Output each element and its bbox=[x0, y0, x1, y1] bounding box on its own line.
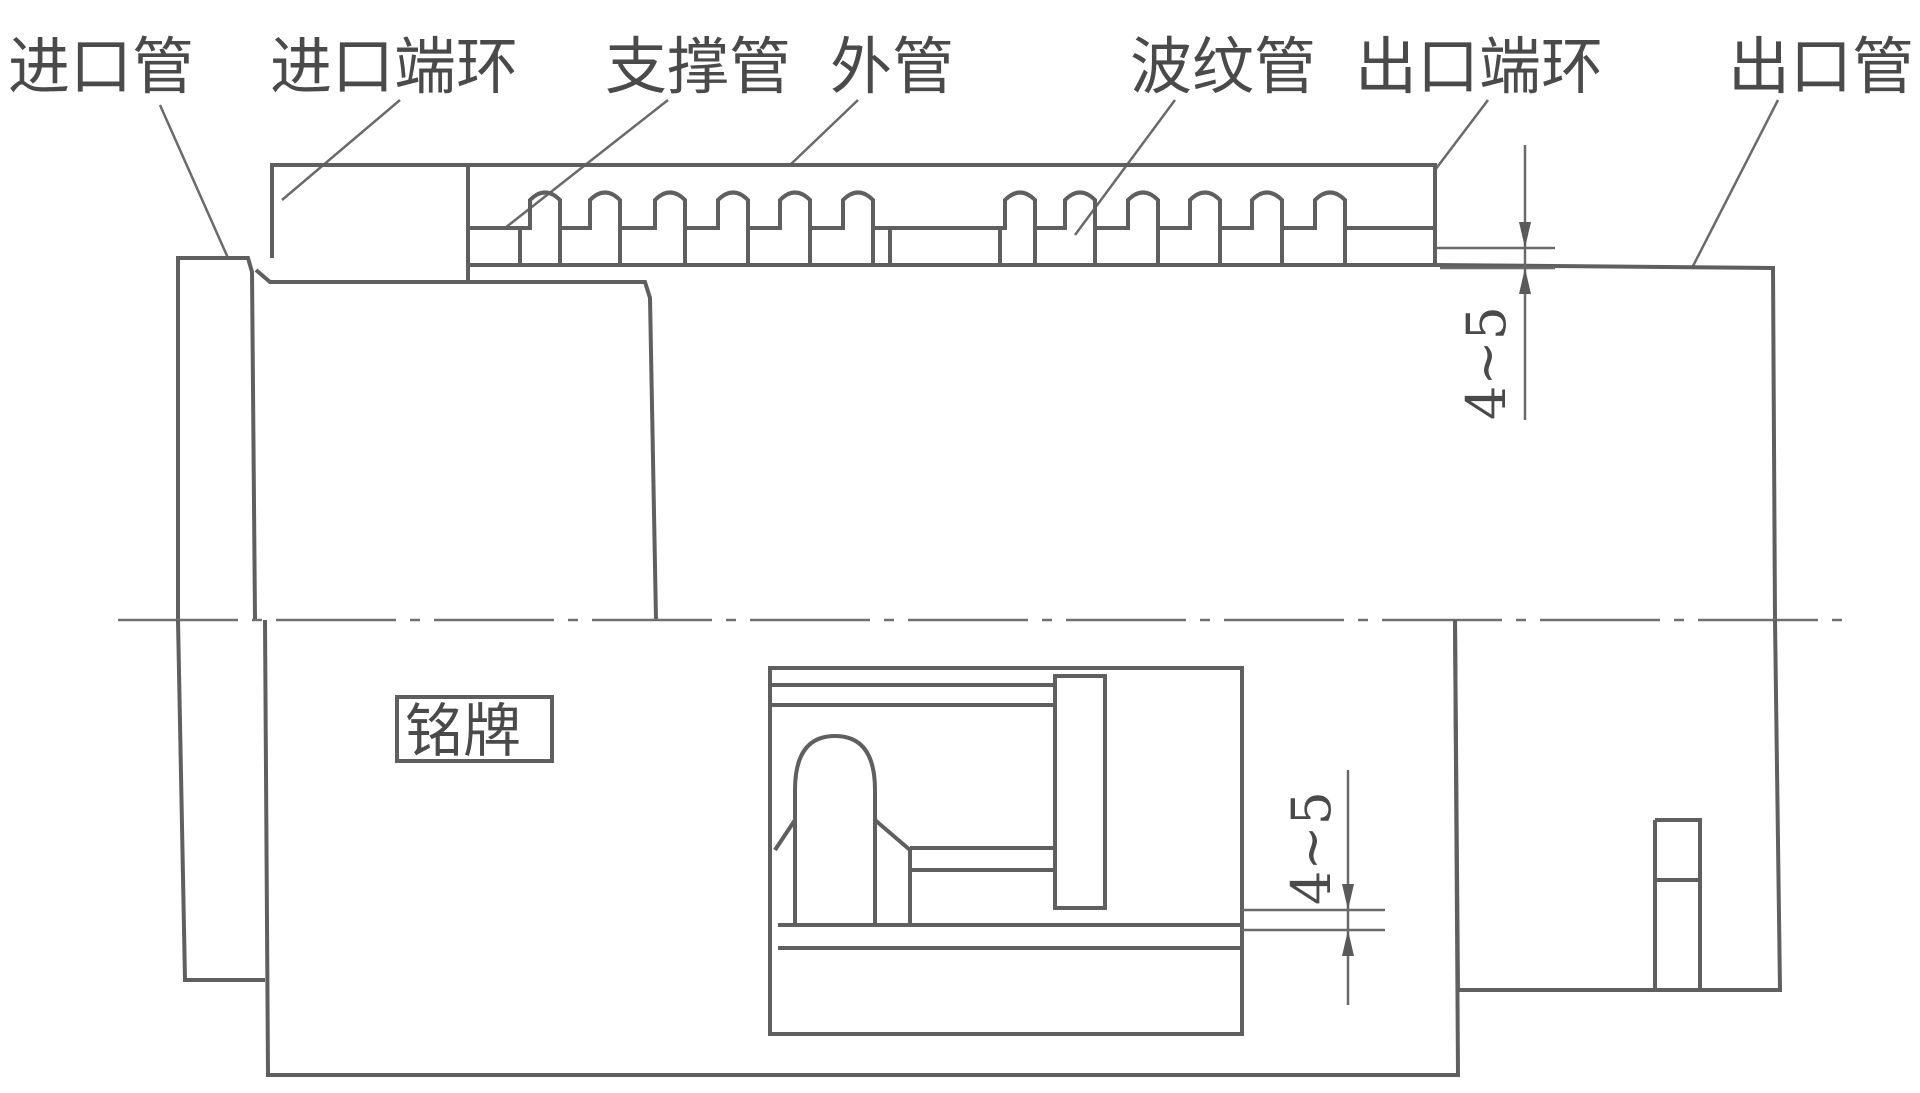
leader-inlet-end-ring bbox=[281, 99, 401, 201]
leader-outlet-pipe bbox=[1690, 99, 1780, 269]
dimension-bottom: 4~5 bbox=[1242, 770, 1385, 1005]
bellows bbox=[470, 190, 1435, 267]
bellows-mid-section bbox=[888, 226, 1002, 265]
dimension-top: 4~5 bbox=[1435, 145, 1555, 420]
label-inlet-pipe: 进口管 bbox=[8, 30, 194, 103]
outlet-pipe-upper bbox=[1434, 263, 1777, 621]
detail-end-ring bbox=[1053, 674, 1107, 910]
dim-top-arrow-down bbox=[1519, 222, 1531, 248]
detail-window bbox=[768, 666, 1244, 1036]
outer-pipe bbox=[470, 163, 1437, 265]
bellows-right-group bbox=[1000, 190, 1435, 265]
leader-bellows bbox=[1073, 99, 1177, 236]
leader-lines bbox=[158, 99, 1780, 269]
outlet-slot bbox=[1653, 818, 1702, 992]
outlet-pipe-lower bbox=[1453, 619, 1783, 992]
detail-outer-pipe bbox=[770, 683, 1055, 707]
leader-outlet-end-ring bbox=[1434, 99, 1489, 171]
leader-inlet-pipe bbox=[158, 104, 230, 259]
label-outlet-end-ring: 出口端环 bbox=[1355, 30, 1603, 103]
leader-outer-pipe bbox=[789, 99, 859, 166]
nameplate-frame bbox=[395, 695, 554, 763]
label-inlet-end-ring: 进口端环 bbox=[270, 30, 518, 103]
dim-bottom-value: 4~5 bbox=[1280, 791, 1343, 905]
dim-top-arrow-up bbox=[1519, 268, 1531, 294]
dim-top-value: 4~5 bbox=[1455, 306, 1518, 420]
dim-bottom-arrow-up bbox=[1342, 930, 1354, 956]
detail-frame bbox=[768, 666, 1244, 1036]
dim-bottom-arrow-down bbox=[1342, 884, 1354, 910]
lower-view: 铭牌 4~5 bbox=[176, 619, 1783, 1077]
support-pipe bbox=[470, 280, 658, 621]
label-outlet-pipe: 出口管 bbox=[1728, 30, 1914, 103]
bellows-left-group bbox=[518, 190, 890, 265]
inlet-pipe bbox=[176, 256, 257, 621]
label-support-pipe: 支撑管 bbox=[605, 30, 791, 103]
detail-inner-pipe bbox=[778, 923, 1242, 950]
upper-section: 4~5 bbox=[176, 145, 1777, 621]
detail-bellows bbox=[773, 733, 1055, 925]
inlet-pipe-lower bbox=[176, 619, 265, 982]
label-outer-pipe: 外管 bbox=[830, 30, 954, 103]
label-bellows: 波纹管 bbox=[1130, 30, 1316, 103]
inlet-end-ring bbox=[254, 163, 470, 284]
nameplate-text: 铭牌 bbox=[405, 697, 521, 765]
